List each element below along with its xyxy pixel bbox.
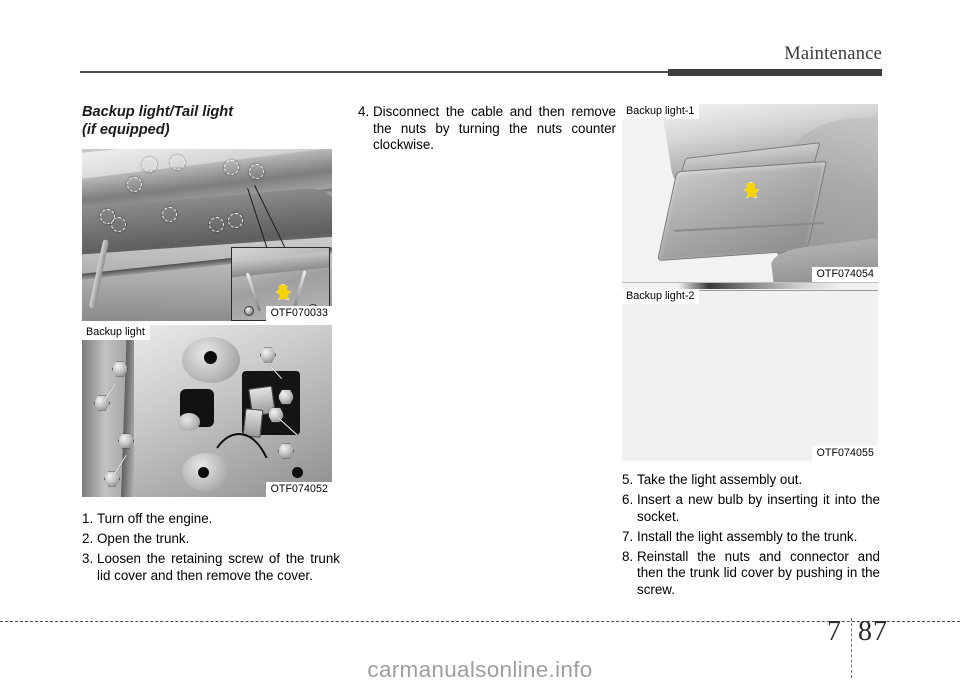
fig1-screw-marker: [162, 207, 177, 222]
figure-code-label: OTF070033: [265, 306, 332, 321]
step-item: 3. Loosen the retaining screw of the tru…: [82, 551, 340, 584]
fig2-panel-hole: [198, 467, 209, 478]
fig1-inset-hinge-rod: [292, 270, 307, 310]
fig1-inset-bolt: [244, 306, 254, 316]
fig2-retaining-clip: [118, 433, 134, 449]
fig4-top-shading: [622, 283, 878, 289]
step-number: 7.: [622, 528, 634, 544]
fig2-mounting-nut: [278, 389, 294, 405]
step-item: 1. Turn off the engine.: [82, 511, 340, 528]
fig1-screw-marker: [100, 209, 115, 224]
fig1-screw-marker: [142, 157, 157, 172]
step-number: 2.: [82, 531, 94, 547]
fig2-mounting-nut: [260, 347, 276, 363]
figure-code-label: OTF074052: [265, 482, 332, 497]
step-text: Turn off the engine.: [97, 511, 213, 526]
fig2-socket-grommet: [178, 413, 200, 431]
figure-name-label: Backup light: [82, 325, 150, 340]
fig2-harness-wire: [202, 433, 276, 497]
figure-name-label: Backup light-2: [622, 289, 700, 304]
page-title: Maintenance: [784, 44, 882, 64]
fig2-retaining-clip: [104, 471, 120, 487]
figure-backup-light-bracket: Backup light OTF074052: [82, 325, 332, 497]
step-item: 6. Insert a new bulb by inserting it int…: [622, 492, 880, 525]
fig1-screw-marker: [111, 217, 126, 232]
steps-list-right: 5. Take the light assembly out. 6. Inser…: [622, 472, 880, 599]
section-heading: Backup light/Tail light (if equipped): [82, 104, 340, 139]
step-item: 7. Install the light assembly to the tru…: [622, 529, 880, 546]
step-text: Take the light assembly out.: [637, 472, 803, 487]
steps-list-left: 1. Turn off the engine. 2. Open the trun…: [82, 511, 340, 584]
step-number: 1.: [82, 511, 94, 526]
chapter-number: 7: [827, 616, 842, 647]
header-rule: [80, 71, 882, 73]
step-number: 4.: [358, 104, 370, 119]
step-item: 8. Reinstall the nuts and connector and …: [622, 549, 880, 599]
fig1-screw-marker: [209, 217, 224, 232]
footer-divider: [0, 621, 960, 622]
step-number: 3.: [82, 551, 94, 567]
step-text: Open the trunk.: [97, 531, 190, 547]
section-heading-line-1: Backup light/Tail light: [82, 104, 234, 120]
step-text: Loosen the retaining screw of the trunk …: [97, 551, 340, 583]
left-column: Backup light/Tail light (if equipped): [82, 104, 340, 588]
step-item: 2. Open the trunk.: [82, 531, 340, 548]
step-text: Reinstall the nuts and connector and the…: [637, 548, 880, 598]
fig2-panel-hole: [292, 467, 303, 478]
figure-name-label: Backup light-1: [622, 104, 700, 119]
figure-backup-light-2: Backup light-2 OTF074055: [622, 283, 878, 461]
figure-trunk-lid-screws: OTF070033: [82, 149, 332, 321]
figure-code-label: OTF074055: [811, 446, 878, 461]
step-text: Install the light assembly to the trunk.: [637, 528, 858, 544]
fig1-screw-marker: [127, 177, 142, 192]
step-number: 5.: [622, 472, 634, 487]
fig1-screw-marker: [228, 213, 243, 228]
step-text: Insert a new bulb by inserting it into t…: [637, 492, 880, 524]
fig1-screw-marker: [249, 164, 264, 179]
figure-code-label: OTF074054: [811, 267, 878, 282]
fig1-screw-marker: [224, 160, 239, 175]
step-item: 5. Take the light assembly out.: [622, 472, 880, 489]
section-heading-line-2: (if equipped): [82, 121, 170, 138]
fig2-mounting-nut: [278, 443, 294, 459]
page-number: 7 87: [827, 616, 888, 648]
steps-list-middle: 4. Disconnect the cable and then remove …: [358, 104, 616, 154]
header-accent-bar: [668, 69, 882, 76]
step-number: 8.: [622, 548, 634, 564]
step-text: Disconnect the cable and then remove the…: [373, 104, 616, 153]
figure-backup-light-1: Backup light-1 OTF074054: [622, 104, 878, 283]
footer-page-separator: [851, 618, 852, 678]
watermark-text: carmanualsonline.info: [367, 657, 593, 682]
page-number-value: 87: [858, 616, 888, 647]
fig4-divider-rule: [622, 290, 878, 291]
step-item: 4. Disconnect the cable and then remove …: [358, 104, 616, 154]
step-number: 6.: [622, 492, 634, 508]
fig1-screw-marker: [170, 155, 185, 170]
right-column: Backup light-1 OTF074054 Backup light-2 …: [622, 104, 880, 602]
middle-column: 4. Disconnect the cable and then remove …: [358, 104, 616, 157]
fig3-lamp-assembly: [656, 160, 828, 262]
fig2-panel-hole: [204, 351, 217, 364]
fig1-inset-retaining-screw-highlight: [276, 284, 291, 300]
fig2-retaining-clip: [112, 361, 128, 377]
